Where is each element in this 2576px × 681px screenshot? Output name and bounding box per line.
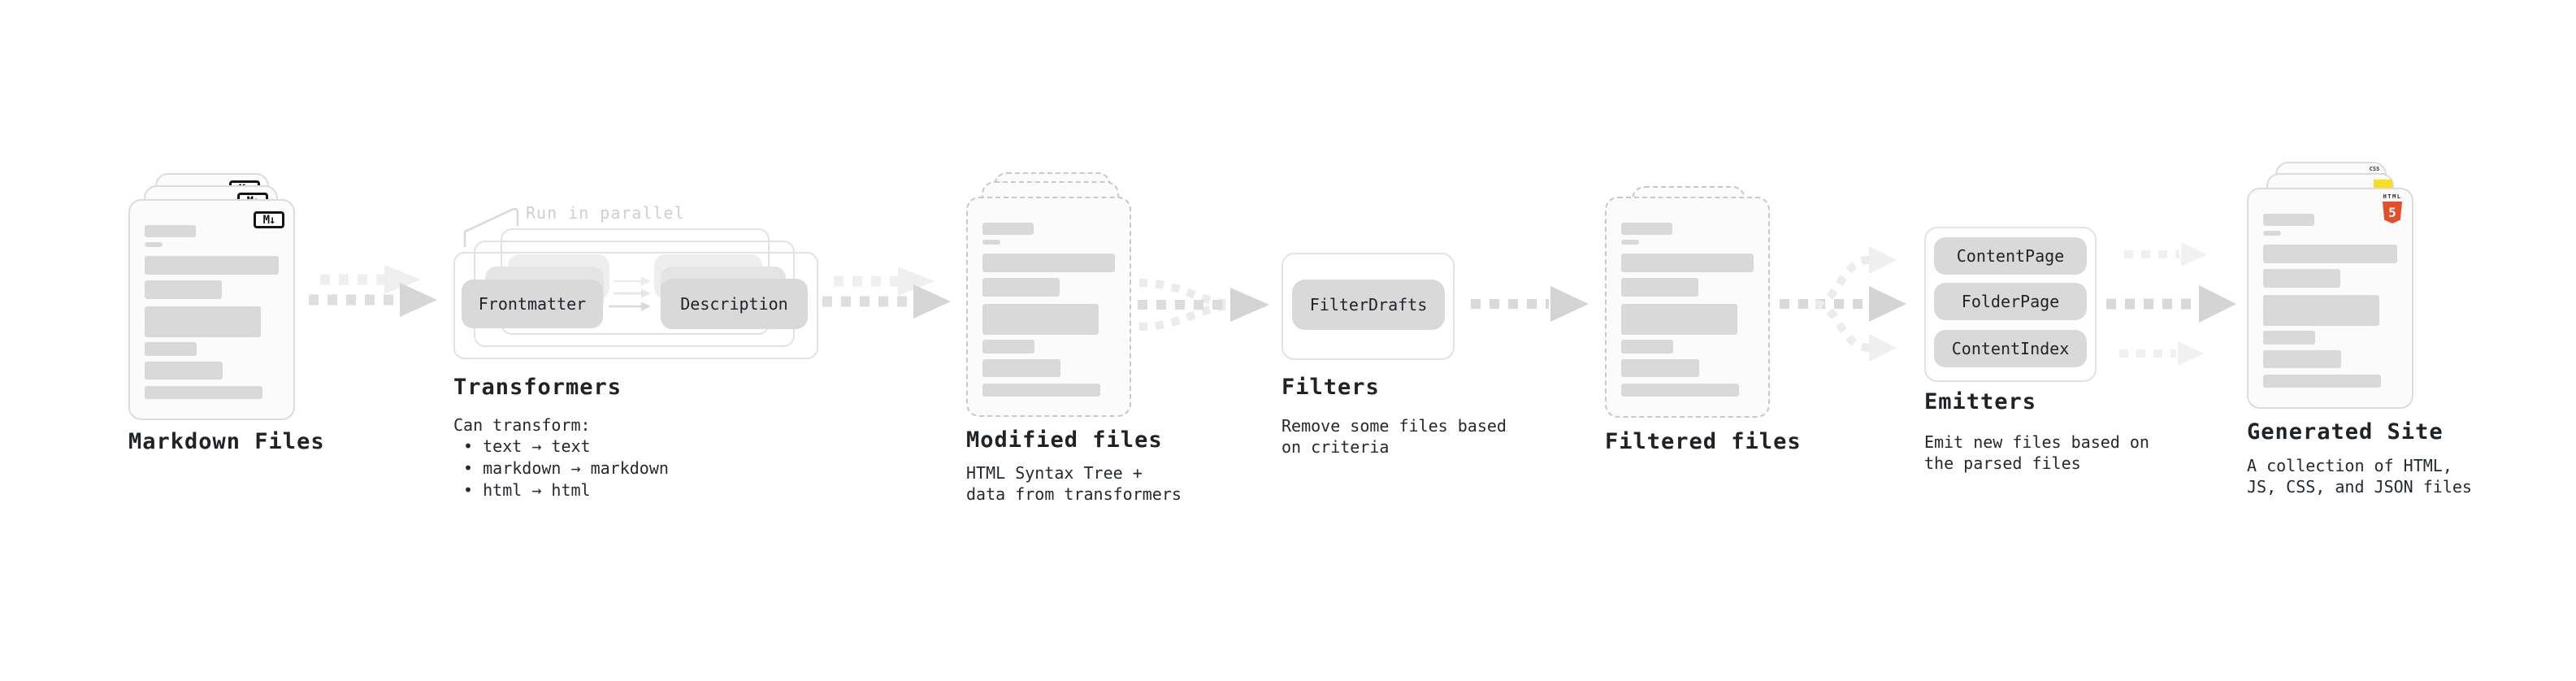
doc-text-line — [982, 359, 1060, 377]
markdown-icon: M↓ — [254, 211, 284, 228]
transformers-bullet-list: • text → text • markdown → markdown • ht… — [453, 436, 669, 501]
stage-label-emitters: Emitters — [1924, 389, 2037, 414]
run-in-parallel-annotation: Run in parallel — [526, 203, 685, 223]
doc-text-line — [2263, 269, 2340, 288]
markdown-file-card: M↓ — [128, 199, 295, 420]
doc-text-line — [1621, 278, 1698, 297]
desc-line: HTML Syntax Tree + — [966, 463, 1143, 483]
node-contentindex: ContentIndex — [1934, 330, 2087, 367]
doc-text-line — [145, 386, 262, 399]
doc-text-line — [145, 280, 222, 299]
doc-text-line — [982, 340, 1034, 354]
arrow-filtered-to-emitters — [1780, 246, 1906, 362]
arrow-modified-to-filters — [1138, 279, 1269, 331]
filters-desc: Remove some files based on criteria — [1281, 415, 1507, 458]
desc-line: data from transformers — [966, 484, 1182, 504]
doc-text-line — [1621, 240, 1639, 245]
doc-text-line — [982, 384, 1100, 397]
doc-text-line — [1621, 223, 1672, 235]
doc-text-line — [982, 240, 1000, 245]
emitters-box — [1924, 227, 2097, 382]
filters-box — [1281, 253, 1455, 360]
stage-label-markdown-files: Markdown Files — [128, 429, 325, 454]
node-filterdrafts: FilterDrafts — [1292, 280, 1445, 330]
node-folderpage: FolderPage — [1934, 283, 2087, 320]
generated-file-card-html: HTML 5 — [2247, 188, 2413, 409]
transformer-box — [453, 252, 818, 359]
desc-line: A collection of HTML, — [2247, 456, 2452, 475]
bullet-item: • html → html — [453, 480, 591, 500]
doc-text-line — [2263, 375, 2381, 388]
parallel-step-arrows-icon — [609, 276, 651, 311]
doc-text-line — [982, 254, 1115, 272]
doc-text-line — [145, 242, 163, 247]
arrow-filters-to-filtered — [1471, 286, 1589, 322]
node-frontmatter: Frontmatter — [462, 280, 603, 328]
stage-filtered-files: Filtered files — [1605, 186, 1808, 479]
filtered-file-card — [1605, 197, 1770, 418]
stage-label-generated-site: Generated Site — [2247, 419, 2444, 445]
doc-text-line — [1621, 304, 1737, 335]
desc-line: the parsed files — [1924, 453, 2081, 473]
doc-text-line — [145, 256, 279, 275]
annotation-leader-line — [463, 207, 519, 248]
doc-text-line — [982, 278, 1060, 297]
doc-text-line — [2263, 331, 2315, 345]
doc-text-line — [145, 225, 196, 237]
doc-text-line — [1621, 359, 1699, 377]
doc-text-line — [982, 304, 1099, 335]
html5-icon: HTML 5 — [2383, 193, 2402, 223]
stage-filters: FilterDrafts Filters Remove some files b… — [1281, 253, 1507, 497]
doc-text-line — [2263, 214, 2314, 226]
stage-emitters: ContentPage FolderPage ContentIndex Emit… — [1924, 227, 2149, 487]
node-description: Description — [661, 279, 808, 329]
emitters-desc: Emit new files based on the parsed files — [1924, 432, 2149, 474]
html5-word: HTML — [2383, 193, 2402, 200]
modified-file-card — [966, 197, 1131, 417]
js-icon — [2374, 180, 2392, 190]
stage-generated-site: CSS HTML 5 Generated Site A collection o… — [2247, 162, 2515, 519]
stage-label-transformers: Transformers — [453, 375, 622, 400]
doc-text-line — [2263, 350, 2341, 368]
desc-line: Remove some files based — [1281, 416, 1507, 436]
doc-text-line — [1621, 254, 1754, 272]
node-contentpage: ContentPage — [1934, 237, 2087, 275]
doc-text-line — [145, 342, 197, 356]
stage-modified-files: Modified files HTML Syntax Tree + data f… — [966, 172, 1182, 514]
stage-transformers: Run in parallel Frontmatter Description … — [453, 199, 835, 508]
desc-line: Emit new files based on — [1924, 432, 2149, 452]
bullet-item: • text → text — [453, 436, 591, 456]
doc-text-line — [1621, 340, 1673, 354]
doc-text-line — [2263, 245, 2397, 263]
desc-line: on criteria — [1281, 437, 1390, 457]
transformers-desc-title: Can transform: — [453, 415, 591, 435]
doc-text-line — [1621, 384, 1739, 397]
stage-label-filtered-files: Filtered files — [1605, 429, 1802, 454]
desc-line: JS, CSS, and JSON files — [2247, 477, 2472, 497]
stage-markdown-files: M↓ M↓ M↓ Markdown Files — [128, 173, 332, 514]
bullet-item: • markdown → markdown — [453, 458, 669, 478]
doc-text-line — [145, 306, 261, 337]
generated-site-desc: A collection of HTML, JS, CSS, and JSON … — [2247, 455, 2472, 497]
modified-files-desc: HTML Syntax Tree + data from transformer… — [966, 462, 1182, 505]
stage-label-filters: Filters — [1281, 375, 1380, 400]
stage-label-modified-files: Modified files — [966, 427, 1163, 453]
doc-text-line — [145, 362, 223, 380]
arrow-transformers-to-modified — [822, 267, 951, 319]
arrow-emitters-to-generated — [2106, 242, 2236, 366]
doc-text-line — [2263, 231, 2281, 236]
doc-text-line — [2263, 295, 2379, 326]
html5-number: 5 — [2388, 205, 2396, 220]
doc-text-line — [982, 223, 1034, 235]
arrow-markdown-to-transformers — [309, 265, 437, 317]
